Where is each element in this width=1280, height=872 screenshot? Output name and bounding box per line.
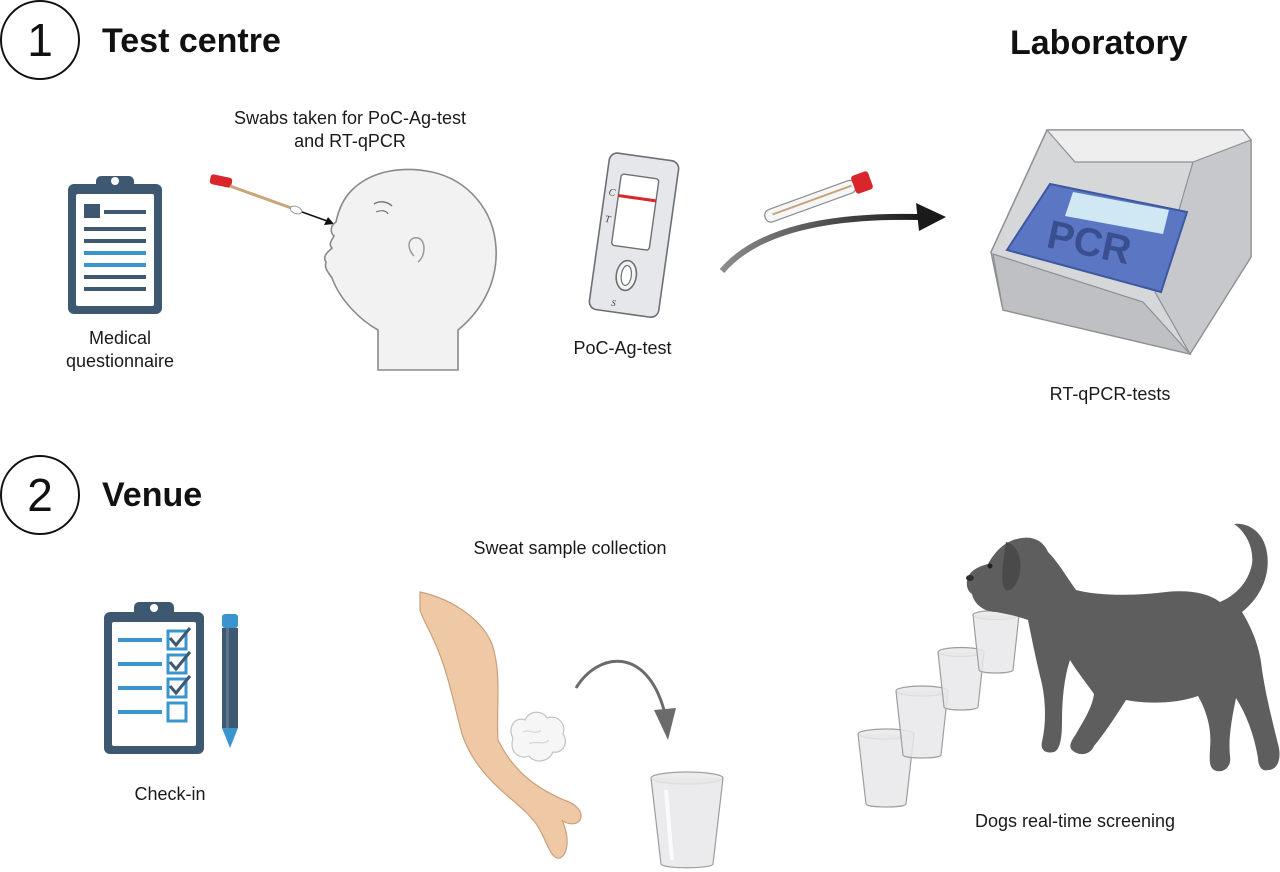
screening-cup-2 xyxy=(895,685,949,759)
sample-transfer-arrow xyxy=(574,659,676,740)
transport-to-lab-arrow xyxy=(719,203,946,273)
control-line-mark: C xyxy=(608,187,616,199)
section-2-title: Venue xyxy=(102,476,203,514)
checkin-caption: Check-in xyxy=(134,784,206,804)
sweat-collection-caption: Sweat sample collection xyxy=(473,538,667,558)
checkin-clipboard-icon xyxy=(104,602,204,754)
sample-cup-icon xyxy=(650,771,724,869)
swab-caption: Swabs taken for PoC-Ag-test and RT-qPCR xyxy=(233,108,467,151)
pencil-icon xyxy=(222,614,238,748)
sniffer-dog-icon xyxy=(966,523,1280,772)
step-2-number: 2 xyxy=(27,469,53,521)
swab-stick-icon xyxy=(209,174,303,215)
pcr-machine-icon: PCR xyxy=(990,129,1252,356)
questionnaire-caption: Medical questionnaire xyxy=(65,328,175,371)
dogs-screening-caption: Dogs real-time screening xyxy=(974,811,1176,831)
sample-well-mark: S xyxy=(611,298,617,309)
cotton-pad-icon xyxy=(510,711,566,762)
swab-direction-arrow xyxy=(301,211,334,225)
screening-cup-3 xyxy=(937,646,985,711)
arm-icon xyxy=(419,591,582,859)
step-2-circle: 2 xyxy=(0,455,80,535)
head-profile-icon xyxy=(323,168,497,371)
questionnaire-clipboard-icon xyxy=(68,176,162,314)
step-1-number: 1 xyxy=(27,14,53,66)
step-1-circle: 1 xyxy=(0,0,80,80)
laboratory-title: Laboratory xyxy=(1010,24,1188,62)
section-1-title: Test centre xyxy=(102,22,281,60)
test-line-mark: T xyxy=(604,214,612,226)
poc-test-caption: PoC-Ag-test xyxy=(573,338,672,358)
pcr-tests-caption: RT-qPCR-tests xyxy=(1049,384,1171,404)
poc-test-cassette-icon: C T S xyxy=(588,152,680,319)
swab-tube-icon xyxy=(764,171,873,223)
